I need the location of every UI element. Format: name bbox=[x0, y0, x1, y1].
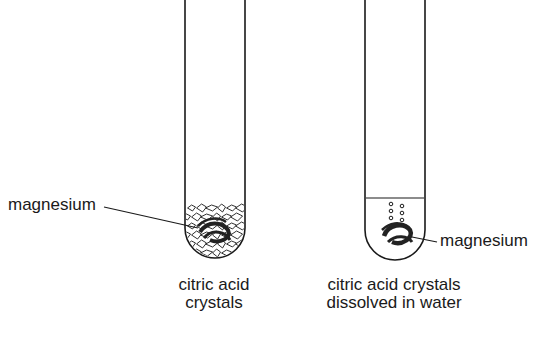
leader-line bbox=[412, 237, 437, 242]
crystal bbox=[231, 231, 243, 239]
crystal bbox=[206, 205, 218, 211]
tube-caption: citric acid crystals bbox=[156, 276, 272, 312]
crystal bbox=[192, 249, 202, 257]
crystal bbox=[218, 204, 226, 212]
crystal bbox=[183, 214, 191, 220]
tube-caption: citric acid crystals dissolved in water bbox=[304, 276, 484, 312]
bubbles bbox=[389, 202, 404, 222]
magnesium-ribbon bbox=[198, 219, 412, 244]
part-label: magnesium bbox=[8, 196, 108, 214]
crystal bbox=[188, 205, 196, 211]
crystals bbox=[183, 204, 248, 257]
test-tube bbox=[185, 0, 245, 258]
test-tube bbox=[365, 0, 425, 260]
part-label: magnesium bbox=[440, 232, 545, 250]
crystal bbox=[231, 213, 243, 221]
leader-line bbox=[104, 207, 198, 228]
crystal bbox=[183, 250, 191, 256]
water-surface bbox=[366, 197, 424, 198]
crystal bbox=[213, 249, 221, 257]
